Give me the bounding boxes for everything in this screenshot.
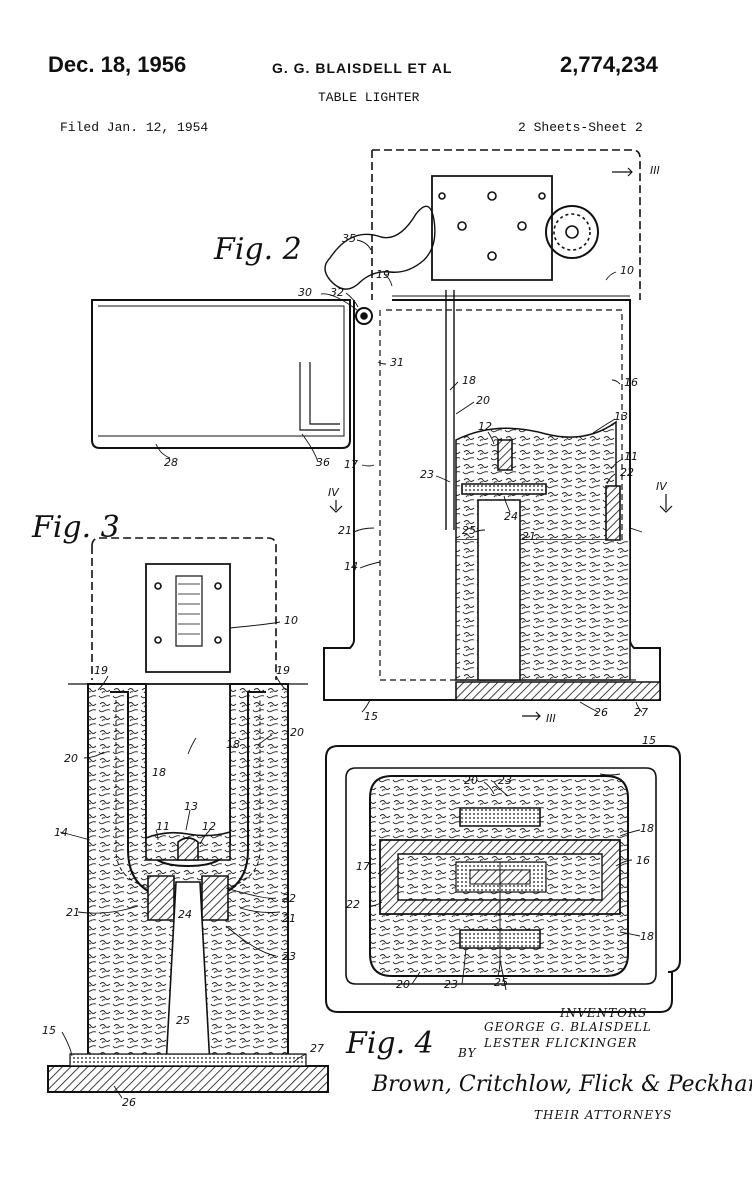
ref-numeral: 17 [344, 458, 358, 471]
ref-numeral: 19 [94, 664, 108, 677]
inventor-2: LESTER FLICKINGER [484, 1036, 638, 1050]
inventor-1: GEORGE G. BLAISDELL [484, 1020, 652, 1034]
ref-numeral: 19 [376, 268, 390, 281]
filed-date: Filed Jan. 12, 1954 [60, 120, 209, 135]
attorneys-signature: Brown, Critchlow, Flick & Peckham [372, 1072, 752, 1097]
fig4-label: Fig. 4 [346, 1026, 434, 1061]
ref-numeral: 12 [202, 820, 216, 833]
inventors-line: G. G. BLAISDELL ET AL [272, 60, 453, 76]
attorneys-label: THEIR ATTORNEYS [534, 1108, 673, 1122]
ref-numeral: 23 [282, 950, 296, 963]
ref-numeral: 14 [54, 826, 68, 839]
ref-numeral: 32 [330, 286, 344, 299]
inventors-heading: INVENTORS [560, 1006, 648, 1020]
ref-numeral: 10 [620, 264, 634, 277]
ref-numeral: 22 [346, 898, 360, 911]
ref-numeral: 23 [444, 978, 458, 991]
ref-numeral: 19 [276, 664, 290, 677]
section-mark-iv-right: IV [656, 480, 667, 493]
ref-numeral: 18 [462, 374, 476, 387]
ref-numeral: 18 [226, 738, 240, 751]
ref-numeral: 16 [624, 376, 638, 389]
ref-numeral: 11 [624, 450, 638, 463]
ref-numeral: 21 [282, 912, 296, 925]
ref-numeral: 27 [310, 1042, 324, 1055]
ref-numeral: 13 [184, 800, 198, 813]
ref-numeral: 13 [614, 410, 628, 423]
section-mark-iii-bottom: III [546, 712, 556, 725]
patent-date: Dec. 18, 1956 [48, 52, 187, 77]
ref-numeral: 11 [156, 820, 170, 833]
ref-numeral: 18 [640, 930, 654, 943]
ref-numeral: 22 [620, 466, 634, 479]
ref-numeral: 15 [642, 734, 656, 747]
fig3-drawing [47, 537, 329, 1093]
ref-numeral: 20 [396, 978, 410, 991]
ref-numeral: 21 [66, 906, 80, 919]
patent-title: TABLE LIGHTER [318, 90, 420, 105]
ref-numeral: 21 [522, 530, 536, 543]
patent-number: 2,774,234 [560, 52, 658, 77]
ref-numeral: 24 [178, 908, 192, 921]
ref-numeral: 24 [504, 510, 518, 523]
ref-numeral: 27 [634, 706, 648, 719]
ref-numeral: 21 [338, 524, 352, 537]
section-mark-iii-top: III [650, 164, 660, 177]
ref-numeral: 12 [478, 420, 492, 433]
ref-numeral: 17 [356, 860, 370, 873]
ref-numeral: 20 [476, 394, 490, 407]
ref-numeral: 28 [164, 456, 178, 469]
ref-numeral: 30 [298, 286, 312, 299]
ref-numeral: 26 [594, 706, 608, 719]
ref-numeral: 18 [640, 822, 654, 835]
ref-numeral: 14 [344, 560, 358, 573]
ref-numeral: 35 [342, 232, 356, 245]
ref-numeral: 15 [42, 1024, 56, 1037]
ref-numeral: 10 [284, 614, 298, 627]
ref-numeral: 18 [152, 766, 166, 779]
fig3-label: Fig. 3 [32, 510, 120, 545]
ref-numeral: 20 [64, 752, 78, 765]
ref-numeral: 23 [498, 774, 512, 787]
ref-numeral: 25 [176, 1014, 190, 1027]
ref-numeral: 22 [282, 892, 296, 905]
by-label: BY [458, 1046, 477, 1060]
ref-numeral: 25 [494, 976, 508, 989]
ref-numeral: 31 [390, 356, 404, 369]
fig2-label: Fig. 2 [214, 232, 302, 267]
ref-numeral: 20 [290, 726, 304, 739]
ref-numeral: 15 [364, 710, 378, 723]
ref-numeral: 16 [636, 854, 650, 867]
sheet-count: 2 Sheets-Sheet 2 [518, 120, 643, 135]
ref-numeral: 25 [462, 524, 476, 537]
ref-numeral: 23 [420, 468, 434, 481]
section-mark-iv-left: IV [328, 486, 339, 499]
ref-numeral: 36 [316, 456, 330, 469]
ref-numeral: 20 [464, 774, 478, 787]
ref-numeral: 26 [122, 1096, 136, 1109]
fig2-drawing [91, 149, 673, 721]
fig4-drawing [325, 745, 681, 1013]
